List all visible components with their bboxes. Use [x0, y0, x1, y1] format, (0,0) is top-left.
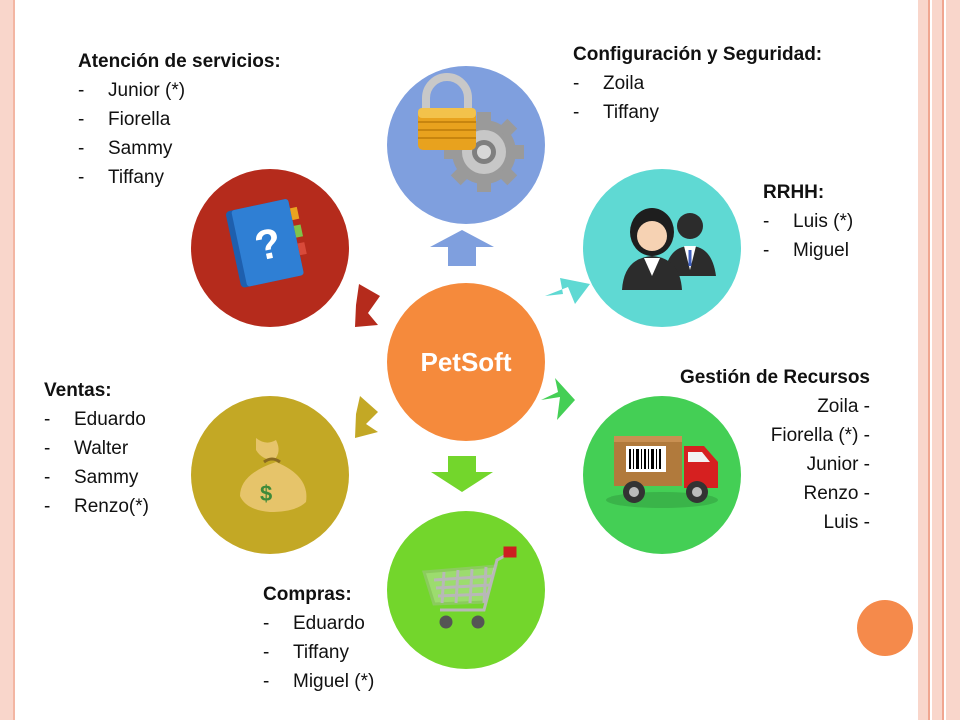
svg-text:$: $ — [260, 481, 272, 506]
member-item: Zoila — [573, 69, 822, 98]
label-ventas-heading: Ventas: — [44, 380, 112, 401]
arrow-ventas — [355, 396, 378, 438]
label-atencion-members: Junior (*) Fiorella Sammy Tiffany — [78, 76, 281, 192]
member-item: Sammy — [44, 463, 149, 492]
label-ventas: Ventas: Eduardo Walter Sammy Renzo(*) — [44, 376, 149, 521]
label-configuracion: Configuración y Seguridad: Zoila Tiffany — [573, 40, 822, 127]
member-item: Tiffany — [263, 638, 374, 667]
label-rrhh: RRHH: Luis (*) Miguel — [763, 178, 853, 265]
member-item: Eduardo — [44, 405, 149, 434]
right-border-stripes — [918, 0, 960, 720]
member-item: Tiffany — [78, 163, 281, 192]
left-border-line — [13, 0, 15, 720]
label-gestion: Gestión de Recursos Zoila Fiorella (*) J… — [680, 363, 870, 537]
arrows — [355, 230, 590, 492]
lock-gear-icon — [418, 73, 524, 192]
member-item: Junior (*) — [78, 76, 281, 105]
decorative-orange-circle — [857, 600, 913, 656]
member-item: Zoila — [680, 392, 870, 421]
left-border-stripe — [0, 0, 13, 720]
member-item: Tiffany — [573, 98, 822, 127]
label-compras-heading: Compras: — [263, 584, 352, 605]
label-gestion-heading: Gestión de Recursos — [679, 367, 870, 388]
member-item: Renzo — [680, 479, 870, 508]
label-rrhh-members: Luis (*) Miguel — [763, 207, 853, 265]
member-item: Miguel — [763, 236, 853, 265]
arrow-atencion — [355, 284, 380, 327]
label-gestion-members: Zoila Fiorella (*) Junior Renzo Luis — [680, 392, 870, 537]
label-compras: Compras: Eduardo Tiffany Miguel (*) — [263, 580, 374, 696]
member-item: Renzo(*) — [44, 492, 149, 521]
people-icon — [622, 208, 716, 290]
arrow-compras — [431, 456, 493, 492]
label-atencion-heading: Atención de servicios: — [78, 51, 281, 72]
label-rrhh-heading: RRHH: — [763, 182, 825, 203]
money-bag-icon: $ — [240, 438, 307, 512]
label-atencion: Atención de servicios: Junior (*) Fiorel… — [78, 47, 281, 192]
member-item: Junior — [680, 450, 870, 479]
arrow-gestion — [541, 378, 575, 420]
member-item: Walter — [44, 434, 149, 463]
arrow-rrhh — [545, 278, 590, 304]
member-item: Fiorella (*) — [680, 421, 870, 450]
center-hub — [387, 283, 545, 441]
help-book-icon: ? — [226, 199, 307, 288]
label-configuracion-members: Zoila Tiffany — [573, 69, 822, 127]
shopping-cart-icon — [422, 546, 517, 629]
arrow-configuracion — [430, 230, 494, 266]
label-configuracion-heading: Configuración y Seguridad: — [573, 44, 823, 65]
center-label: PetSoft — [421, 347, 512, 377]
member-item: Miguel (*) — [263, 667, 374, 696]
label-ventas-members: Eduardo Walter Sammy Renzo(*) — [44, 405, 149, 521]
member-item: Sammy — [78, 134, 281, 163]
member-item: Luis — [680, 508, 870, 537]
member-item: Luis (*) — [763, 207, 853, 236]
member-item: Eduardo — [263, 609, 374, 638]
member-item: Fiorella — [78, 105, 281, 134]
label-compras-members: Eduardo Tiffany Miguel (*) — [263, 609, 374, 696]
